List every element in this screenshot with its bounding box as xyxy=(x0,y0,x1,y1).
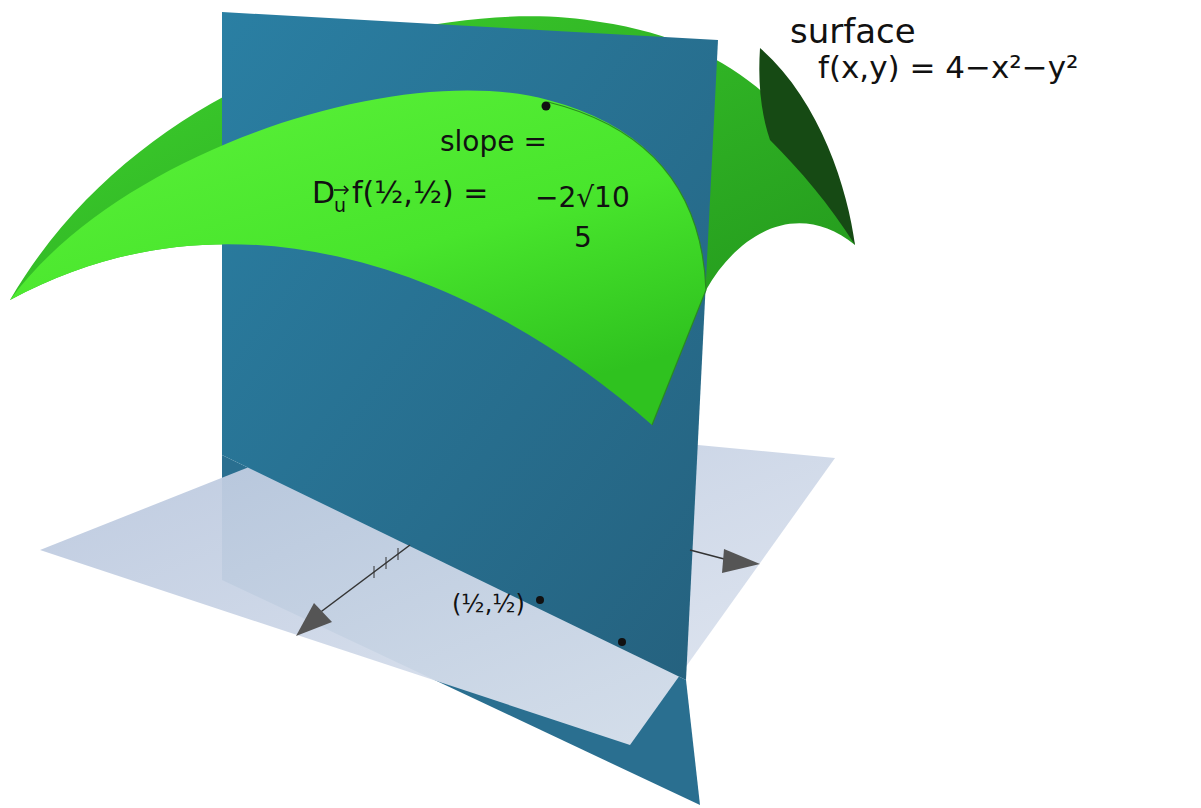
x-axis xyxy=(318,545,410,614)
slope-label: slope = xyxy=(440,128,547,156)
x-axis-head xyxy=(296,603,332,636)
direction-subscript: u xyxy=(334,196,346,215)
slope-numerator: −2√10 xyxy=(535,184,630,212)
axis-tick xyxy=(374,566,375,578)
derivative-argument: f(½,½) = xyxy=(352,178,488,208)
direction-point xyxy=(618,638,626,646)
slope-denominator: 5 xyxy=(574,224,592,252)
vector-arrow xyxy=(334,189,348,191)
base-point xyxy=(536,596,544,604)
function-formula: f(x,y) = 4−x²−y² xyxy=(818,52,1079,83)
surface-heading: surface xyxy=(790,14,916,48)
axis-tick xyxy=(398,548,399,560)
y-axis xyxy=(690,550,728,560)
surface-point xyxy=(542,102,551,111)
axis-tick xyxy=(386,557,387,569)
intersection-curve xyxy=(548,102,706,425)
vector-arrow-head xyxy=(344,186,348,194)
point-label: (½,½) xyxy=(452,592,525,616)
y-axis-head xyxy=(722,549,760,573)
derivative-operator: D xyxy=(312,178,335,208)
surface-front xyxy=(10,90,706,425)
